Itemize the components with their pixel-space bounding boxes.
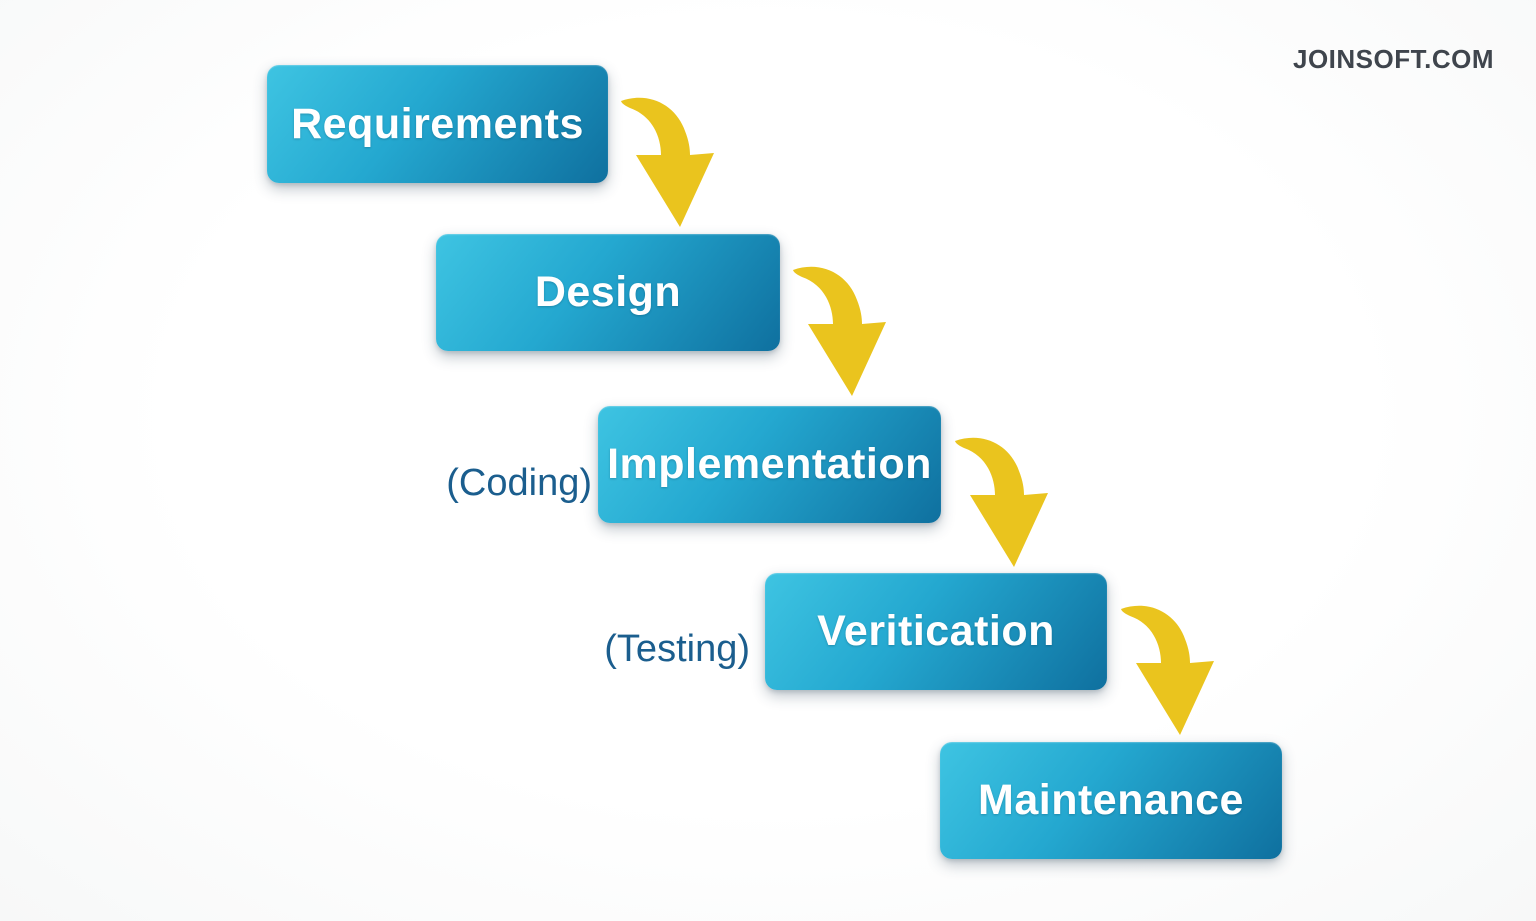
flow-arrow-icon (621, 97, 714, 227)
flow-arrow-icon (955, 437, 1048, 567)
step-box-requirements: Requirements (267, 65, 608, 183)
step-box-maintenance: Maintenance (940, 742, 1282, 859)
step-box-veritication: Veritication (765, 573, 1107, 690)
side-label-testing: (Testing) (604, 628, 750, 670)
flow-arrow-icon (793, 266, 886, 396)
step-box-design: Design (436, 234, 780, 351)
step-label-design: Design (534, 268, 682, 316)
step-label-maintenance: Maintenance (978, 776, 1244, 824)
step-label-veritication: Veritication (817, 607, 1055, 655)
step-label-requirements: Requirements (291, 99, 584, 148)
flow-arrow-icon (1121, 605, 1214, 735)
step-box-implementation: Implementation (598, 406, 941, 523)
step-label-implementation: Implementation (607, 440, 932, 488)
watermark: JOINSOFT.COM (1292, 44, 1494, 74)
side-label-coding: (Coding) (446, 462, 592, 504)
